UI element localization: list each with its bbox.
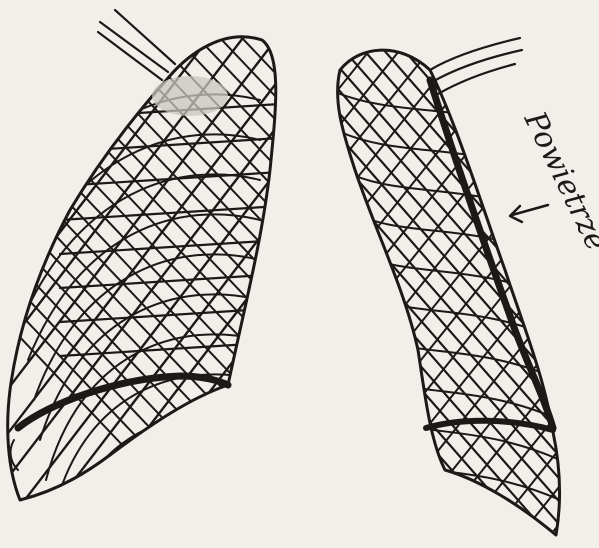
cross-hatch-line [510, 0, 599, 548]
hatch-line [30, 0, 550, 548]
annotation-powietrze: Powietrze [510, 105, 599, 256]
cross-hatch-line [570, 0, 599, 548]
hatch-line [294, 0, 599, 548]
hatch-line [560, 0, 599, 548]
hatch-line [558, 0, 599, 548]
hatch-line [80, 0, 560, 548]
hatch-line [580, 0, 599, 548]
cross-hatch-line [0, 0, 440, 548]
cross-hatch-line [22, 0, 442, 548]
right-bronchus [430, 38, 522, 94]
cross-hatch-line [450, 0, 599, 548]
hatch-line [206, 0, 599, 548]
hatch-line [228, 0, 599, 548]
hatch-line [160, 0, 599, 548]
faded-apex-region [152, 76, 228, 116]
rib-arc [384, 450, 560, 500]
hatch-line [426, 0, 599, 548]
annotation-arrow [510, 205, 548, 222]
cross-hatch-line [464, 0, 599, 548]
hatch-line [162, 0, 599, 548]
left-bronchus [98, 10, 175, 80]
annotation-label: Powietrze [516, 105, 599, 256]
cross-hatch-line [0, 0, 136, 548]
hatch-line [580, 0, 599, 548]
cross-hatch-line [294, 0, 599, 548]
hatch-line [0, 0, 300, 548]
hatch-line [40, 0, 520, 548]
rib-arc [378, 410, 560, 460]
hatch-line [448, 0, 599, 548]
